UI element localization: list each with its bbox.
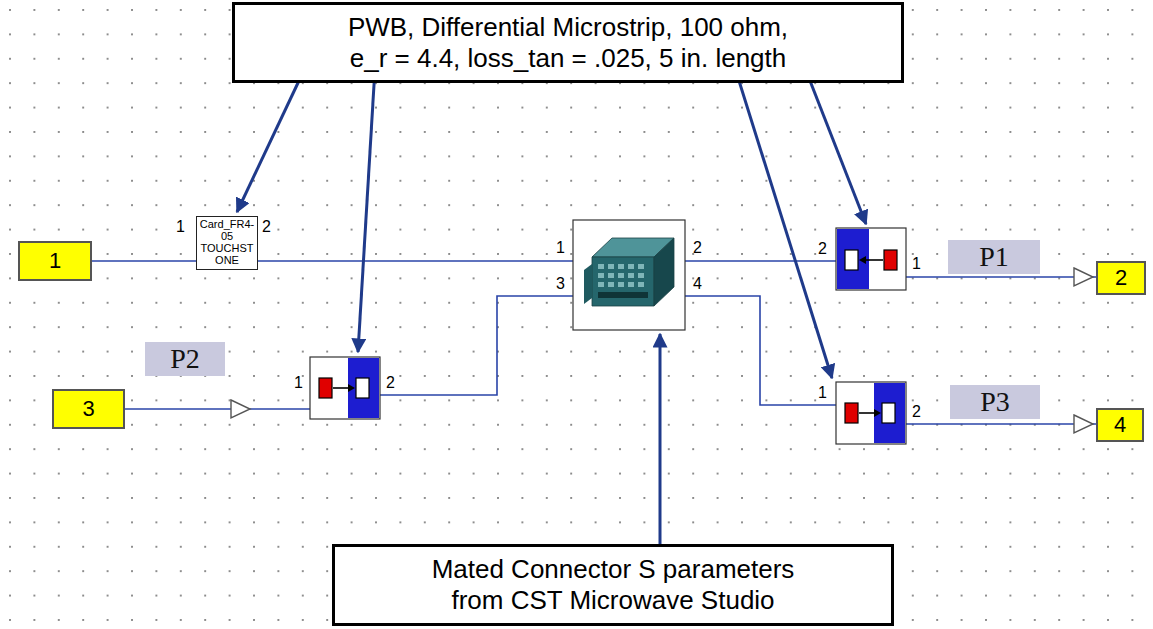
wires xyxy=(125,261,1096,424)
pin-number: 2 xyxy=(262,219,271,235)
port-name-tag: P2 xyxy=(145,342,225,376)
node-text: TOUCHSTONE xyxy=(198,243,256,267)
leader-arrow xyxy=(735,68,832,378)
connector-slot xyxy=(598,273,604,278)
wire xyxy=(92,260,196,262)
text-group: P2 xyxy=(170,343,200,375)
connector-slot xyxy=(618,282,624,287)
pin-number: 2 xyxy=(912,404,921,420)
wire xyxy=(125,408,310,410)
wire xyxy=(906,276,1096,278)
callout-box: Mated Connector S parameters from CST Mi… xyxy=(332,544,894,625)
port-triangle xyxy=(1074,415,1093,433)
text-group: P1 xyxy=(979,241,1009,273)
connector-slot xyxy=(638,282,644,287)
text-group: PWB, Differential Microstrip, 100 ohm, e… xyxy=(247,12,889,73)
pin-number: 1 xyxy=(176,219,185,235)
port-triangle xyxy=(231,400,250,418)
wire xyxy=(685,260,836,262)
wire xyxy=(906,423,1096,425)
pin-number: 1 xyxy=(556,240,565,256)
pin-number: 2 xyxy=(386,375,395,391)
connector-block xyxy=(573,220,685,330)
node-text: 3 xyxy=(82,396,94,422)
node-text: P1 xyxy=(979,241,1009,273)
port-box: 1 xyxy=(18,241,92,281)
text-group: Card_FR4-05TOUCHSTONE xyxy=(198,219,256,267)
node-text: 2 xyxy=(1115,265,1127,291)
port-box: 2 xyxy=(1096,261,1146,295)
connector-slot xyxy=(628,273,634,278)
connector-slot xyxy=(638,273,644,278)
node-text: 1 xyxy=(49,248,61,274)
pin-number: 2 xyxy=(818,241,827,257)
leader-lines xyxy=(237,68,866,545)
connector-slot xyxy=(608,264,614,269)
connector-slot xyxy=(598,282,604,287)
connector-slot xyxy=(608,273,614,278)
leader-arrow xyxy=(237,68,305,212)
node-text: Mated Connector S parameters from CST Mi… xyxy=(347,554,879,615)
connector-slot xyxy=(628,264,634,269)
text-group: 2 xyxy=(1115,265,1127,291)
port-box: 4 xyxy=(1096,408,1144,442)
wire xyxy=(685,296,836,405)
pin-number: 3 xyxy=(556,276,565,292)
microstrip-block xyxy=(836,382,906,444)
pin-number: 4 xyxy=(693,276,702,292)
port-box: 3 xyxy=(52,389,125,429)
connector-slot xyxy=(638,264,644,269)
port-name-tag: P1 xyxy=(948,240,1040,274)
text-group: 1 xyxy=(49,248,61,274)
node-text: Card_FR4-05 xyxy=(198,219,256,243)
callout-box: PWB, Differential Microstrip, 100 ohm, e… xyxy=(232,2,904,83)
node-text: PWB, Differential Microstrip, 100 ohm, e… xyxy=(247,12,889,73)
microstrip-block xyxy=(836,228,906,290)
microstrip-block xyxy=(310,357,380,419)
leader-arrow xyxy=(659,334,662,545)
connector-slot xyxy=(618,264,624,269)
leader-arrow xyxy=(358,68,375,352)
node-text: P2 xyxy=(170,343,200,375)
text-group: 3 xyxy=(82,396,94,422)
pin-number: 1 xyxy=(912,256,921,272)
leader-arrow xyxy=(805,68,866,224)
pin-number: 1 xyxy=(818,385,827,401)
text-group: 4 xyxy=(1114,412,1126,438)
node-text: P3 xyxy=(980,386,1010,418)
text-group: P3 xyxy=(980,386,1010,418)
wire xyxy=(257,260,573,262)
touchstone-block: Card_FR4-05TOUCHSTONE xyxy=(196,216,258,270)
port-triangle xyxy=(1074,268,1093,286)
node-text: 4 xyxy=(1114,412,1126,438)
wire xyxy=(380,296,573,395)
text-group: Mated Connector S parameters from CST Mi… xyxy=(347,554,879,615)
pin-number: 2 xyxy=(693,240,702,256)
connector-slot xyxy=(598,264,604,269)
connector-slot xyxy=(628,282,634,287)
port-name-tag: P3 xyxy=(950,385,1040,419)
connector-slot xyxy=(608,282,614,287)
pin-number: 1 xyxy=(294,375,303,391)
connector-slot xyxy=(618,273,624,278)
